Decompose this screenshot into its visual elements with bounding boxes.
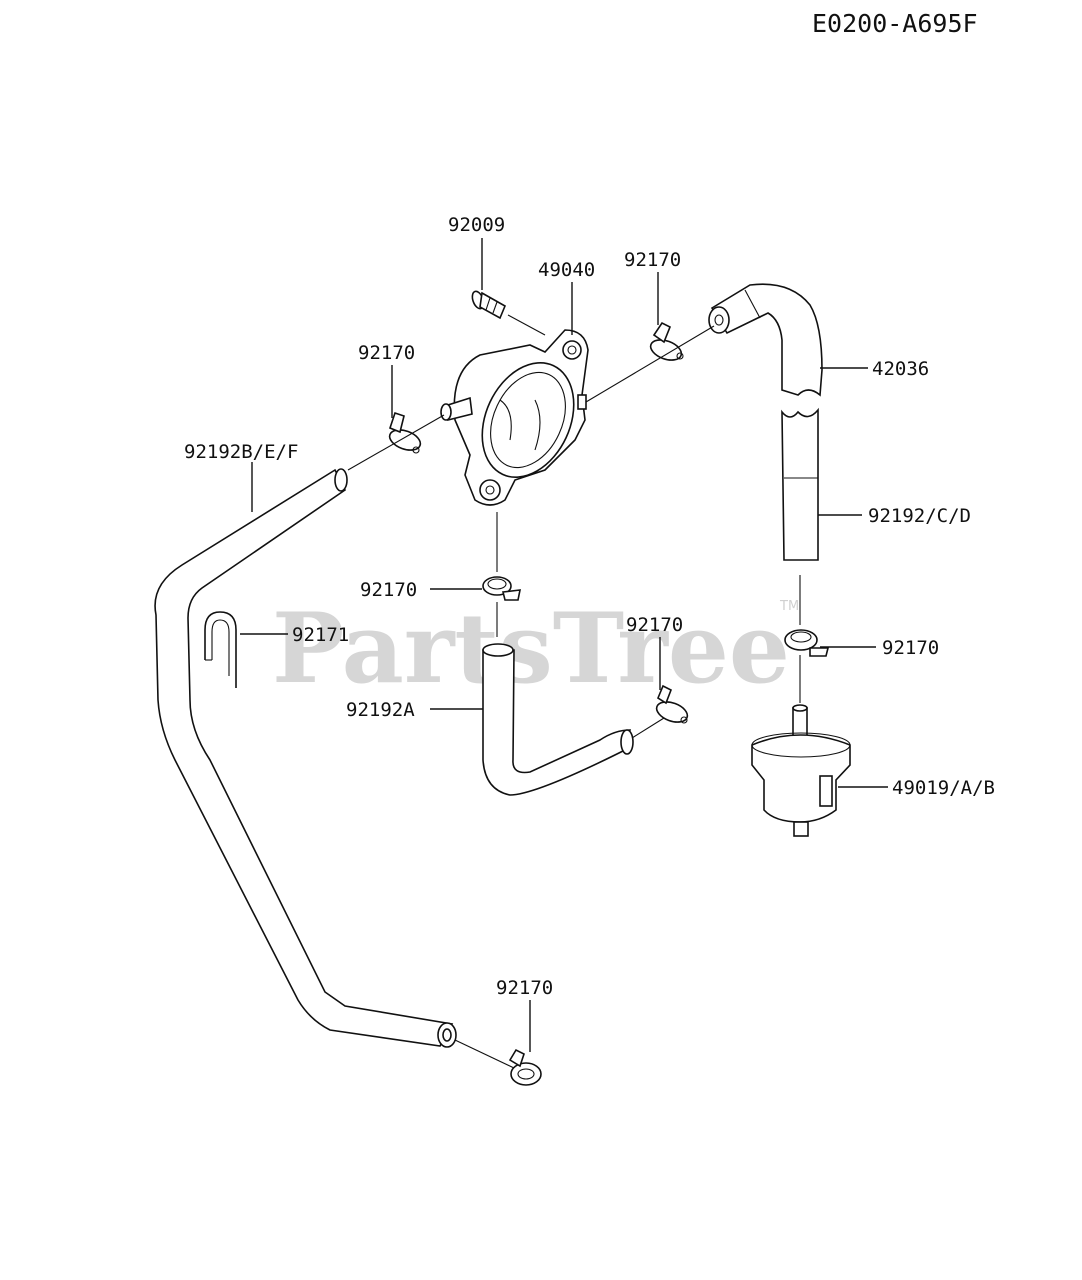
callout-92170-bottom: 92170 — [496, 977, 553, 999]
callout-92170-top: 92170 — [624, 249, 681, 271]
callout-42036: 42036 — [872, 358, 929, 380]
clamp-92170-top[interactable] — [648, 321, 684, 364]
callout-92170-right: 92170 — [882, 637, 939, 659]
clamp-92170-left[interactable] — [387, 411, 423, 454]
callout-92170-mid: 92170 — [360, 579, 417, 601]
clamp-92170-right[interactable] — [784, 629, 830, 657]
callout-92171: 92171 — [292, 624, 349, 646]
clamp-92170-mid[interactable] — [482, 576, 522, 601]
fuel-filter-49019ab[interactable] — [751, 704, 851, 837]
diagram-code: E0200-A695F — [812, 9, 978, 38]
clamp-92170-bottom[interactable] — [508, 1048, 542, 1086]
clamp-92170-center[interactable] — [654, 684, 690, 726]
assembly-lines — [347, 314, 801, 1069]
hose-42036[interactable] — [708, 283, 823, 397]
leader-lines — [240, 238, 888, 1052]
callout-92192bef: 92192B/E/F — [184, 441, 298, 463]
hose-92192a[interactable] — [482, 643, 634, 796]
callout-92009: 92009 — [448, 214, 505, 236]
callout-49019ab: 49019/A/B — [892, 777, 995, 799]
hose-92192bef[interactable] — [154, 468, 457, 1048]
callout-49040: 49040 — [538, 259, 595, 281]
clip-92171[interactable] — [204, 611, 237, 688]
fuel-pump-49040[interactable] — [440, 329, 591, 506]
watermark: PartsTree — [272, 592, 790, 705]
callout-92170-center: 92170 — [626, 614, 683, 636]
callout-92192a: 92192A — [346, 699, 415, 721]
callout-92192cd: 92192/C/D — [868, 505, 971, 527]
screw-92009[interactable] — [470, 290, 507, 320]
hose-92192cd[interactable] — [781, 407, 819, 561]
callout-92170-left: 92170 — [358, 342, 415, 364]
watermark-trademark: TM — [779, 599, 799, 614]
